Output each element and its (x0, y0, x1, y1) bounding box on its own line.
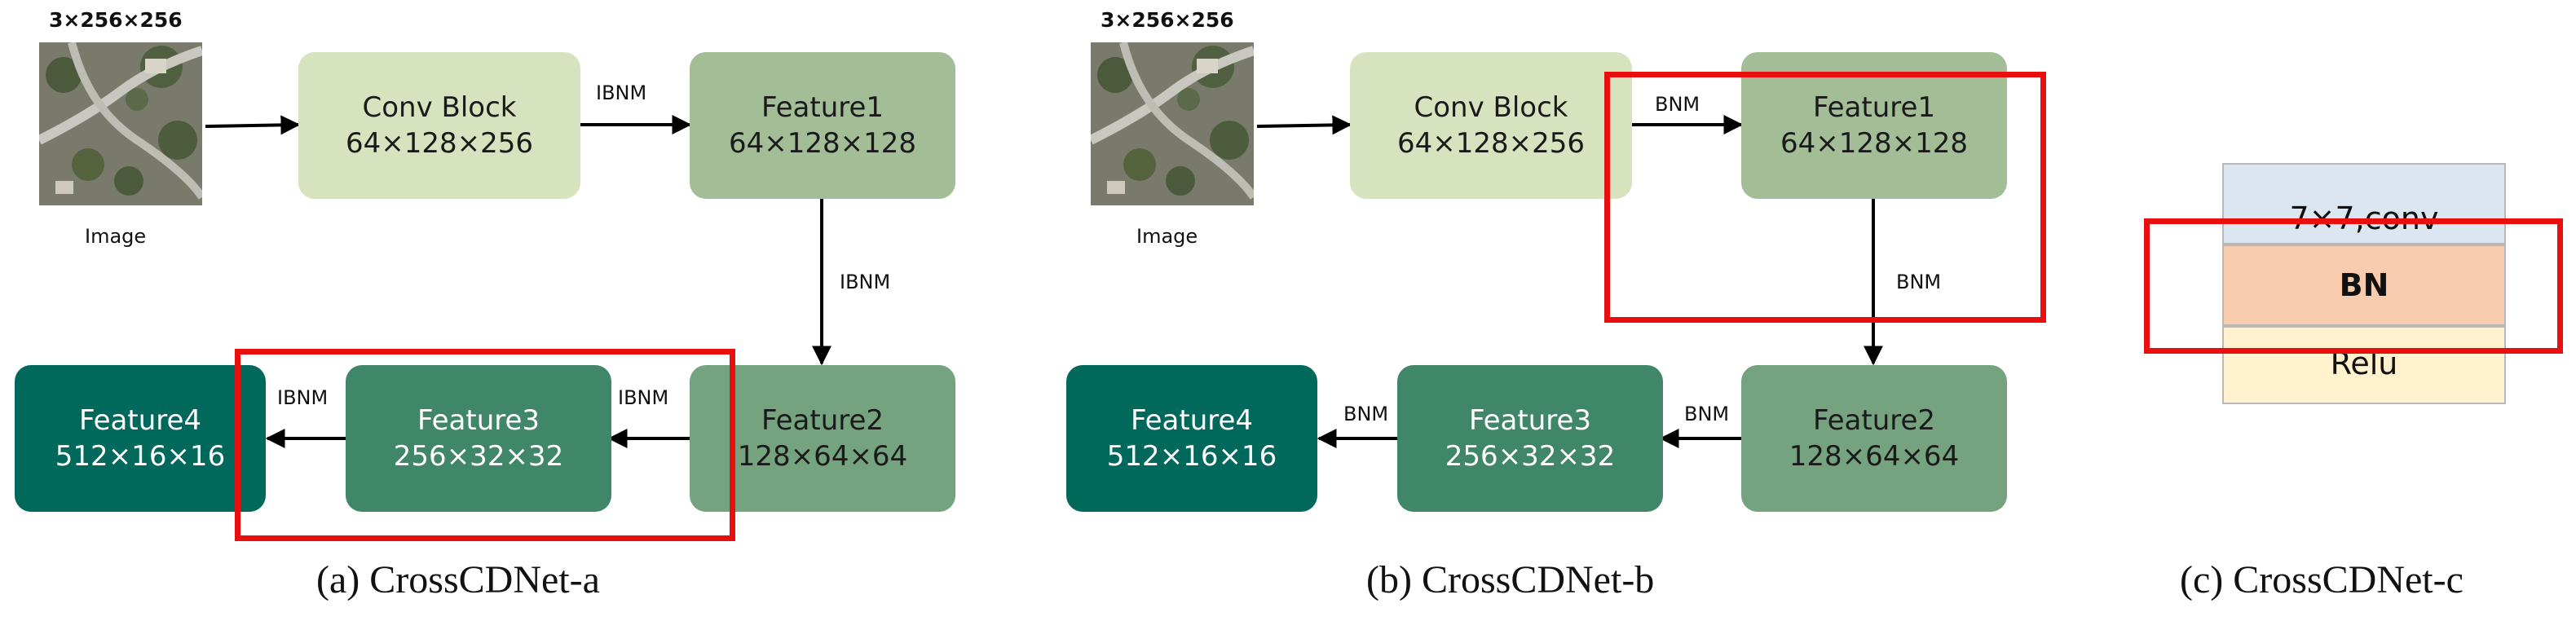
highlight-box-c (2144, 218, 2563, 354)
conv-block-title-b: Conv Block (1414, 91, 1568, 124)
input-dims-label-b: 3×256×256 (1101, 8, 1234, 32)
caption-a: (a) CrossCDNet-a (316, 558, 600, 601)
feature1-title-b: Feature1 (1812, 91, 1936, 124)
edge-label-feature1-feature2-b: BNM (1896, 271, 1942, 293)
edge-label-feature3-feature4-a: IBNM (277, 386, 329, 409)
feature4-dims-a: 512×16×16 (55, 440, 226, 473)
caption-b: (b) CrossCDNet-b (1366, 558, 1655, 601)
feature2-dims-b: 128×64×64 (1789, 440, 1960, 473)
feature4-dims-b: 512×16×16 (1106, 440, 1277, 473)
arrow-image-to-conv-a (205, 115, 301, 135)
layer-conv: 7×7,conv (2222, 163, 2506, 244)
feature2-title-a: Feature2 (761, 404, 884, 437)
edge-label-feature2-feature3-b: BNM (1684, 403, 1730, 425)
input-dims-label-a: 3×256×256 (49, 8, 183, 32)
feature2-dims-a: 128×64×64 (737, 440, 908, 473)
highlight-box-a (235, 349, 735, 541)
feature1-box-a: Feature1 64×128×128 (690, 52, 955, 199)
feature4-title-a: Feature4 (78, 404, 202, 437)
aerial-image-a (39, 42, 202, 205)
conv-block-title-a: Conv Block (362, 91, 517, 124)
conv-block-dims-a: 64×128×256 (345, 127, 534, 160)
edge-label-feature3-feature4-b: BNM (1343, 403, 1389, 425)
edge-label-conv-feature1-a: IBNM (596, 81, 647, 104)
edge-label-feature1-feature2-a: IBNM (840, 271, 891, 293)
feature4-box-b: Feature4 512×16×16 (1066, 365, 1317, 512)
layer-bn-label: BN (2339, 267, 2389, 303)
image-label-a: Image (85, 225, 147, 248)
feature4-box-a: Feature4 512×16×16 (15, 365, 266, 512)
conv-block-b: Conv Block 64×128×256 (1350, 52, 1632, 199)
feature4-title-b: Feature4 (1130, 404, 1254, 437)
feature3-dims-b: 256×32×32 (1445, 440, 1616, 473)
feature1-dims-b: 64×128×128 (1780, 127, 1969, 160)
feature1-dims-a: 64×128×128 (728, 127, 917, 160)
conv-block-dims-b: 64×128×256 (1396, 127, 1586, 160)
feature3-box-b: Feature3 256×32×32 (1397, 365, 1663, 512)
caption-c: (c) CrossCDNet-c (2180, 558, 2464, 601)
feature1-title-a: Feature1 (761, 91, 884, 124)
layer-bn: BN (2222, 244, 2506, 326)
arrow-image-to-conv-b (1256, 115, 1352, 135)
aerial-image-b (1091, 42, 1254, 205)
highlight-box-b (1604, 72, 2046, 323)
edge-label-feature2-feature3-a: IBNM (618, 386, 669, 409)
feature2-title-b: Feature2 (1812, 404, 1936, 437)
layer-relu: Relu (2222, 326, 2506, 404)
feature3-title-a: Feature3 (417, 404, 540, 437)
feature3-dims-a: 256×32×32 (393, 440, 564, 473)
conv-block-a: Conv Block 64×128×256 (298, 52, 580, 199)
feature2-box-b: Feature2 128×64×64 (1741, 365, 2007, 512)
image-label-b: Image (1136, 225, 1198, 248)
feature3-box-a: Feature3 256×32×32 (346, 365, 611, 512)
feature3-title-b: Feature3 (1468, 404, 1592, 437)
edge-label-conv-feature1-b: BNM (1655, 93, 1700, 116)
